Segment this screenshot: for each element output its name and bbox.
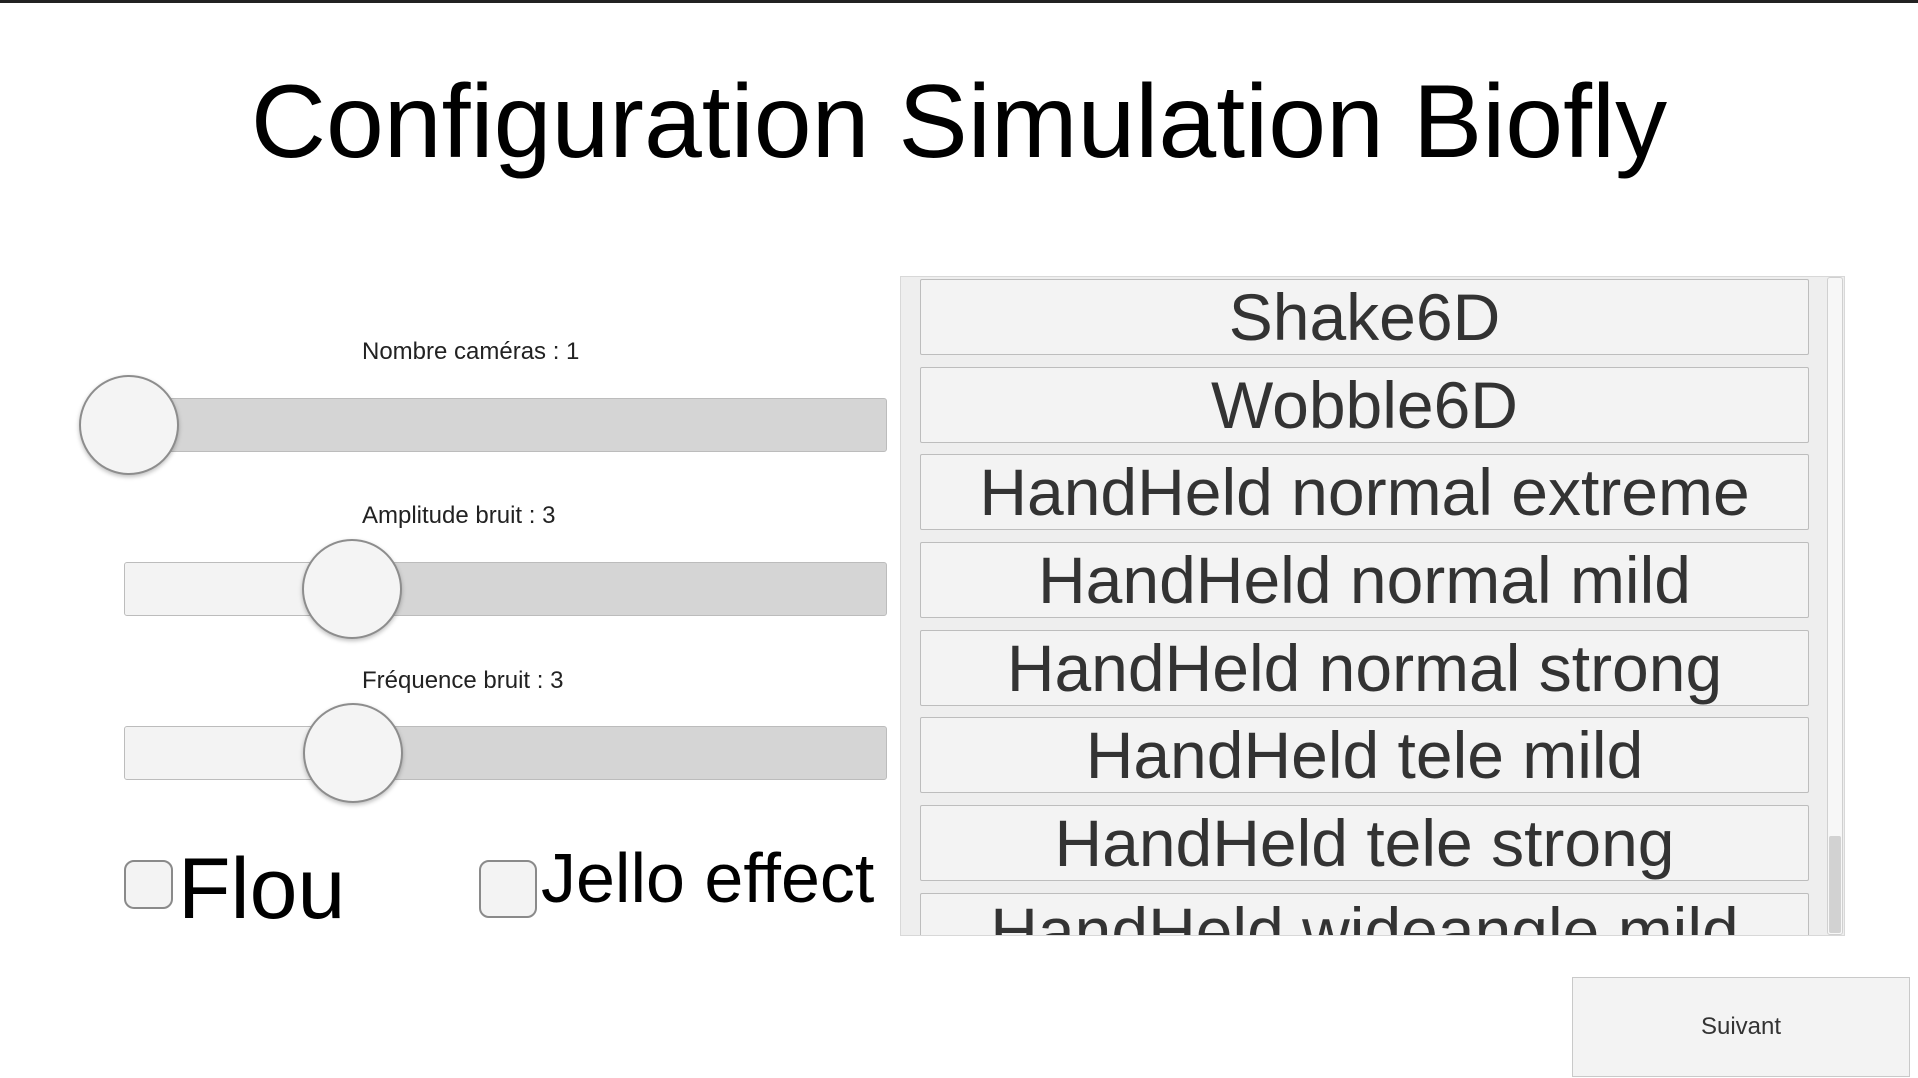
noise-amplitude-slider[interactable] [124, 562, 887, 616]
noise-frequency-label: Fréquence bruit : 3 [362, 667, 564, 694]
noise-amplitude-slider-handle[interactable] [302, 539, 402, 639]
jello-effect-checkbox-label[interactable]: Jello effect [541, 839, 875, 917]
camera-count-label: Nombre caméras : 1 [362, 338, 580, 365]
preset-item[interactable]: HandHeld normal mild [920, 542, 1809, 618]
preset-item[interactable]: HandHeld normal extreme [920, 454, 1809, 530]
window-top-border [0, 0, 1918, 3]
preset-item[interactable]: Shake6D [920, 279, 1809, 355]
noise-frequency-slider[interactable] [124, 726, 887, 780]
camera-count-slider-handle[interactable] [79, 375, 179, 475]
blur-checkbox[interactable] [124, 860, 173, 909]
next-button[interactable]: Suivant [1572, 977, 1910, 1077]
preset-list[interactable]: Shake6D Wobble6D HandHeld normal extreme… [900, 276, 1845, 936]
jello-effect-checkbox[interactable] [479, 860, 537, 918]
preset-item[interactable]: HandHeld wideangle mild [920, 893, 1809, 935]
preset-list-scrollbar-thumb[interactable] [1829, 836, 1841, 933]
preset-list-scrollbar[interactable] [1827, 277, 1843, 935]
camera-count-slider[interactable] [124, 398, 887, 452]
page-title: Configuration Simulation Biofly [250, 64, 1668, 180]
preset-item[interactable]: Wobble6D [920, 367, 1809, 443]
preset-item[interactable]: HandHeld normal strong [920, 630, 1809, 706]
noise-frequency-slider-handle[interactable] [303, 703, 403, 803]
preset-item[interactable]: HandHeld tele strong [920, 805, 1809, 881]
noise-amplitude-label: Amplitude bruit : 3 [362, 502, 556, 529]
preset-item[interactable]: HandHeld tele mild [920, 717, 1809, 793]
blur-checkbox-label[interactable]: Flou [178, 841, 346, 937]
